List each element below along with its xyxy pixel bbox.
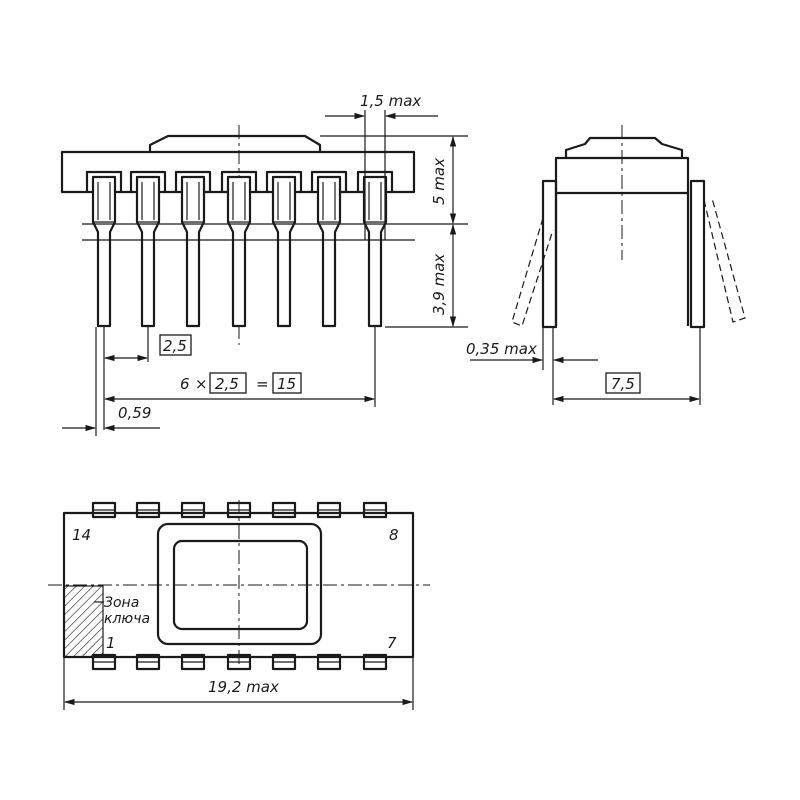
dim-thickness: 0,59 xyxy=(118,404,151,422)
dim-overall-length: 19,2 max xyxy=(208,678,279,696)
key-zone-label-line1: Зона xyxy=(104,595,139,611)
dim-side-thickness: 0,35 max xyxy=(466,340,537,358)
dim-row-spacing: 7,5 xyxy=(611,375,635,393)
dim-span-total-box xyxy=(272,372,302,394)
front-pin xyxy=(220,170,258,328)
dim-pitch-box xyxy=(159,334,192,356)
front-pin xyxy=(265,170,303,328)
key-zone-label-line2: ключа xyxy=(104,611,150,627)
side-lid xyxy=(564,136,684,158)
dim-span-equals: = xyxy=(256,375,269,393)
top-view: 14 8 1 7 Зона ключа 19,2 max xyxy=(48,500,430,710)
side-left-lead xyxy=(541,179,558,329)
top-row-pin xyxy=(91,501,117,519)
front-pin xyxy=(310,170,348,328)
top-row-pin xyxy=(135,501,161,519)
dim-lead-length: 3,9 max xyxy=(430,254,448,315)
dim-span-times: × xyxy=(195,375,208,393)
front-pin xyxy=(174,170,212,328)
bottom-row-pin xyxy=(316,653,342,671)
top-row-pin xyxy=(362,501,388,519)
side-right-lead xyxy=(689,179,706,329)
bottom-row-pin xyxy=(180,653,206,671)
pin-14-label: 14 xyxy=(72,526,91,544)
side-right-splayed-lead xyxy=(703,197,746,323)
pin-8-label: 8 xyxy=(389,526,399,544)
top-row-pin xyxy=(271,501,297,519)
bottom-row-pin xyxy=(135,653,161,671)
front-pin xyxy=(129,170,167,328)
pin-1-label: 1 xyxy=(106,634,116,652)
dim-span-count: 6 xyxy=(180,375,190,393)
front-lid xyxy=(148,134,322,152)
side-view: 0,35 max 7,5 xyxy=(466,125,746,405)
bottom-row-pin xyxy=(362,653,388,671)
front-pins xyxy=(85,170,394,328)
pin-7-label: 7 xyxy=(387,634,397,652)
dim-row-spacing-box xyxy=(605,372,641,394)
dim-body-height: 5 max xyxy=(430,158,448,205)
front-view: 5 max 3,9 max 1,5 max 2,5 6 × 2,5 = 15 0… xyxy=(60,92,468,436)
top-row-pin xyxy=(316,501,342,519)
bottom-row-pin xyxy=(91,653,117,671)
key-zone-hatch xyxy=(63,585,104,658)
dim-lead-width: 1,5 max xyxy=(360,92,421,110)
dim-span-pitch-box xyxy=(209,372,247,394)
front-pin xyxy=(85,170,123,328)
bottom-row-pin xyxy=(271,653,297,671)
dim-pitch: 2,5 xyxy=(163,337,187,355)
dim-span-total: 15 xyxy=(277,375,296,393)
side-left-splayed-lead xyxy=(511,217,554,327)
top-row-pin xyxy=(180,501,206,519)
front-pin xyxy=(356,170,394,328)
dim-span-pitch: 2,5 xyxy=(215,375,239,393)
